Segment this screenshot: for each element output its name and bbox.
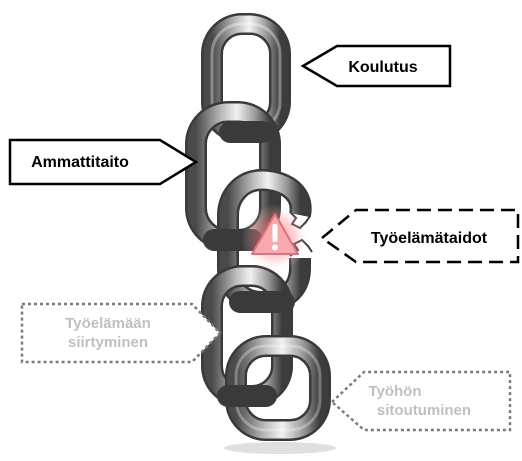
callout-tyoelamataidot: Työelämätaidot (322, 210, 518, 262)
label-tyoelamaan-line2: siirtyminen (68, 334, 148, 351)
label-tyoelamaan-line1: Työelämään (65, 315, 151, 332)
label-tyohon-line1: Työhön (368, 383, 421, 400)
callout-tyoelamaan-siirtyminen: Työelämään siirtyminen (22, 304, 220, 362)
label-ammattitaito: Ammattitaito (31, 154, 129, 171)
callout-tyohon-sitoutuminen: Työhön sitoutuminen (332, 372, 510, 430)
label-tyohon-line2: sitoutuminen (377, 402, 471, 419)
warning-triangle-icon (241, 204, 309, 272)
callout-ammattitaito: Ammattitaito (10, 140, 196, 184)
callout-koulutus: Koulutus (303, 46, 450, 86)
label-koulutus: Koulutus (348, 59, 417, 76)
label-tyoelamataidot: Työelämätaidot (371, 230, 488, 247)
